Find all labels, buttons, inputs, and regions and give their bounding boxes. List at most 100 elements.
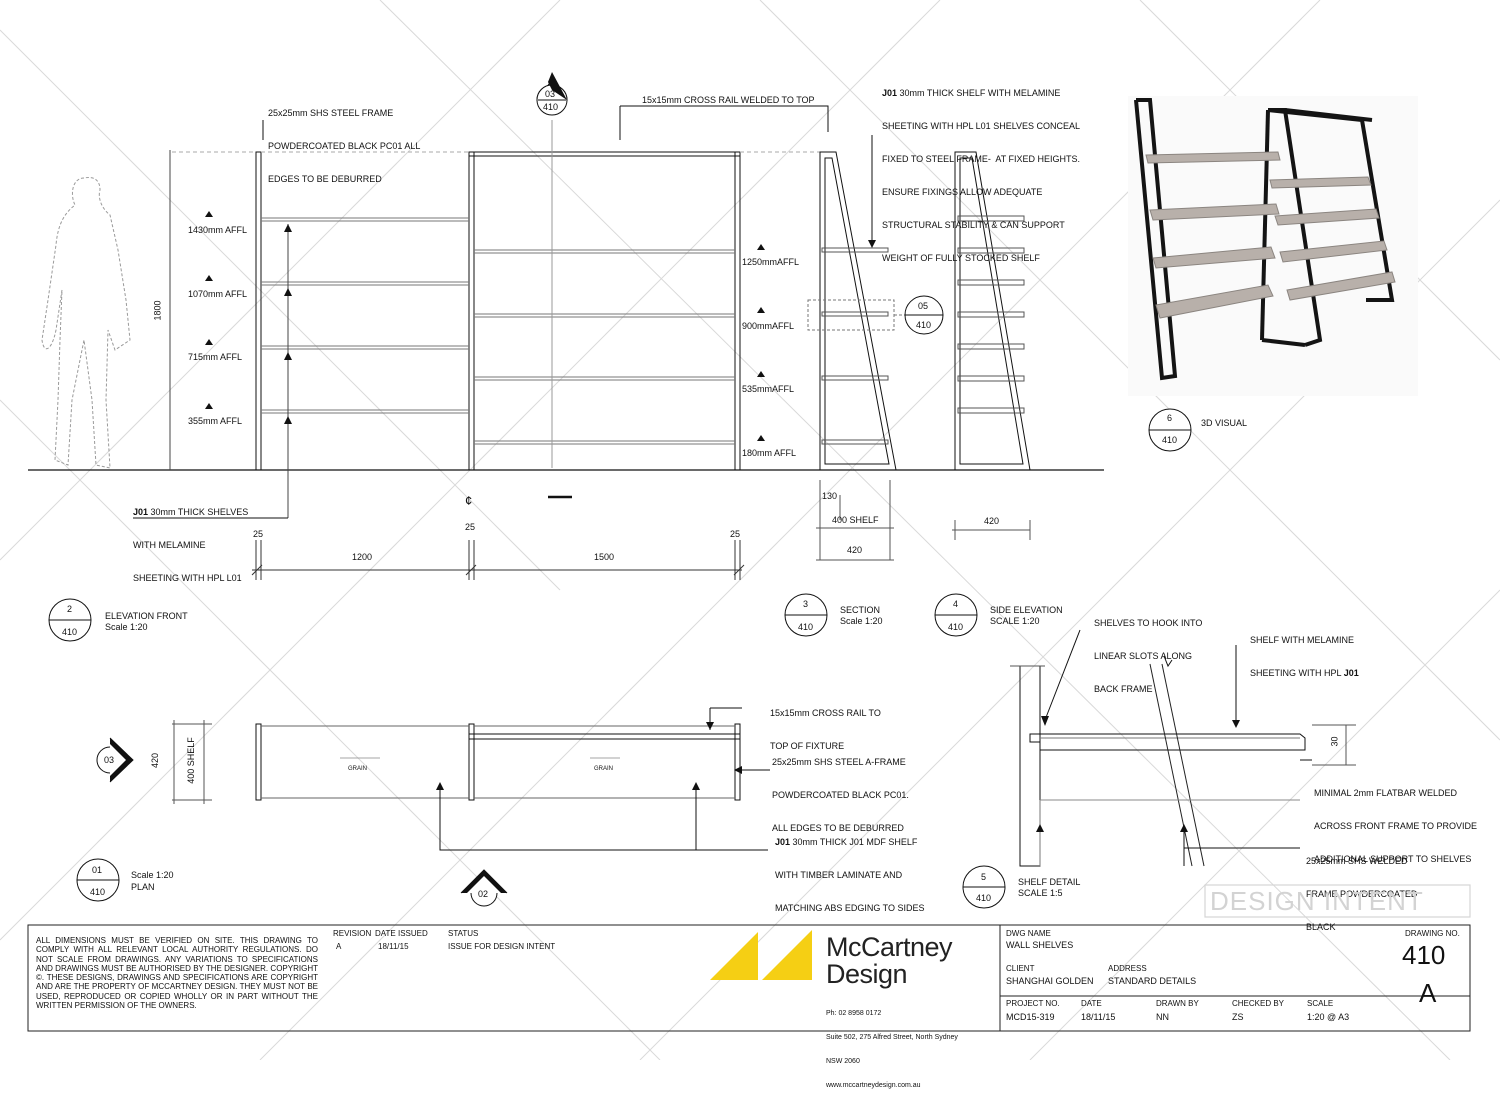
detail-shelf-note: SHELF WITH MELAMINE SHEETING WITH HPL J0…: [1250, 613, 1359, 690]
plan-frame-line: 25x25mm SHS STEEL A-FRAME: [772, 757, 906, 767]
callout-sheet: 410: [948, 622, 964, 632]
drawn-by-label: DRAWN BY: [1156, 999, 1199, 1008]
detail-hook-line: LINEAR SLOTS ALONG: [1094, 651, 1193, 661]
view-title: SECTION: [840, 605, 881, 615]
brand-name: McCartney: [826, 932, 953, 962]
dim-label: 420: [847, 545, 863, 555]
plan-shelf-line: MATCHING ABS EDGING TO SIDES: [775, 903, 925, 913]
callout-sheet: 410: [976, 893, 992, 903]
view-title: 3D VISUAL: [1201, 418, 1248, 428]
checked-by-label: CHECKED BY: [1232, 999, 1285, 1008]
plan-shelf-line: J01 30mm THICK J01 MDF SHELF: [775, 837, 925, 848]
design-intent-stamp: [1204, 884, 1471, 918]
brand-logo-mark: [710, 930, 812, 980]
grain-label: GRAIN: [594, 766, 614, 772]
detail-hook-line: BACK FRAME: [1094, 684, 1153, 694]
drawing-sheet: [0, 0, 1500, 1060]
contact-line: Ph: 02 8958 0172: [826, 1010, 882, 1017]
affl-label: 355mm AFFL: [188, 416, 243, 426]
revision-value: A: [336, 942, 342, 951]
material-code: J01: [133, 507, 149, 517]
callout-sheet: 410: [90, 887, 106, 897]
material-code: J01: [882, 88, 898, 98]
view-title: ELEVATION FRONT: [105, 611, 188, 621]
shelf-spec-line: STRUCTURAL STABILITY & CAN SUPPORT: [882, 220, 1065, 230]
height-dimension: 1800: [152, 300, 163, 321]
shelf-spec-line: SHEETING WITH HPL L01 SHELVES CONCEAL: [882, 121, 1081, 131]
shelf-spec-text: 30mm THICK SHELF WITH MELAMINE: [897, 88, 1061, 98]
centerline-symbol: ¢: [465, 493, 473, 508]
view-scale: SCALE 1:20: [990, 616, 1040, 626]
design-intent-stamp-text: DESIGN INTENT: [1210, 886, 1424, 916]
dim-label: 420: [984, 516, 1000, 526]
plan-frame-line: POWDERCOATED BLACK PC01.: [772, 790, 909, 800]
detail-dim: 30: [1329, 736, 1340, 747]
shelf-detail: [1010, 629, 1356, 867]
human-silhouette: [41, 177, 131, 469]
dim-label: 1200: [352, 552, 373, 562]
dwg-name-value: WALL SHELVES: [1006, 940, 1074, 950]
client-value: SHANGHAI GOLDEN: [1006, 976, 1094, 986]
callout-number: 5: [981, 872, 987, 882]
shelf-material-note: J01 30mm THICK SHELVES WITH MELAMINE SHE…: [133, 485, 248, 595]
project-no-value: MCD15-319: [1006, 1012, 1055, 1022]
frame-note-line: POWDERCOATED BLACK PC01 ALL: [268, 141, 421, 151]
plan-shelf-text: 30mm THICK J01 MDF SHELF: [790, 837, 918, 847]
callout-bubbles: [48, 72, 1192, 909]
shelf-material-line: WITH MELAMINE: [133, 540, 206, 550]
detail-shelf-text: SHEETING WITH HPL: [1250, 668, 1344, 678]
frame-note-line: EDGES TO BE DEBURRED: [268, 174, 382, 184]
address-label: ADDRESS: [1108, 964, 1147, 973]
callout-number: 4: [953, 599, 959, 609]
callout-sheet: 410: [1162, 435, 1178, 445]
shelf-material-text: 30mm THICK SHELVES: [148, 507, 249, 517]
shelf-material-line: J01 30mm THICK SHELVES: [133, 507, 248, 518]
view-title: SHELF DETAIL: [1018, 877, 1081, 887]
dim-label: 130: [822, 491, 838, 501]
contact-line: www.mccartneydesign.com.au: [826, 1082, 921, 1089]
drawn-by-value: NN: [1156, 1012, 1169, 1022]
callout-sheet: 410: [916, 320, 932, 330]
drawing-no-label: DRAWING NO.: [1405, 929, 1460, 938]
dim-label: 25: [253, 529, 264, 539]
date-label: DATE: [1081, 999, 1102, 1008]
callout-number: 3: [803, 599, 809, 609]
drawing-revision: A: [1419, 978, 1437, 1008]
callout-number: 01: [92, 865, 103, 875]
checked-by-value: ZS: [1232, 1012, 1244, 1022]
project-no-label: PROJECT NO.: [1006, 999, 1060, 1008]
detail-hook-note: SHELVES TO HOOK INTO LINEAR SLOTS ALONG …: [1094, 596, 1202, 706]
plan-markers: [436, 722, 742, 790]
dim-label: 420: [150, 752, 161, 769]
revision-label: REVISION: [333, 929, 372, 938]
detail-flatbar-line: MINIMAL 2mm FLATBAR WELDED: [1314, 788, 1458, 798]
callout-number: 03: [104, 755, 115, 765]
shelf-spec-line: J01 30mm THICK SHELF WITH MELAMINE: [882, 88, 1080, 99]
frame-note: 25x25mm SHS STEEL FRAME POWDERCOATED BLA…: [268, 86, 420, 196]
front-elevation: [133, 105, 829, 519]
status-label: STATUS: [448, 929, 479, 938]
detail-flatbar-line: ACROSS FRONT FRAME TO PROVIDE: [1314, 821, 1478, 831]
material-code: J01: [1343, 668, 1359, 678]
plan-shelf-line: WITH TIMBER LAMINATE AND: [775, 870, 903, 880]
shelf-material-line: SHEETING WITH HPL L01: [133, 573, 242, 583]
address-value: STANDARD DETAILS: [1108, 976, 1197, 986]
brand-name-line2: Design: [826, 959, 908, 989]
shelf-spec-note: J01 30mm THICK SHELF WITH MELAMINE SHEET…: [882, 66, 1080, 275]
cross-rail-note: 15x15mm CROSS RAIL WELDED TO TOP: [642, 95, 815, 105]
detail-frame-note: 25x25mm SHS WELDED FRAME POWDERCOATED BL…: [1306, 834, 1417, 944]
detail-frame-line: 25x25mm SHS WELDED: [1306, 856, 1408, 866]
dim-label: 1500: [594, 552, 615, 562]
plan-drawing: [172, 707, 770, 851]
side-elevation: [952, 151, 1031, 540]
view-title: SIDE ELEVATION: [990, 605, 1063, 615]
detail-hook-line: SHELVES TO HOOK INTO: [1094, 618, 1203, 628]
affl-markers: [205, 211, 765, 441]
callout-sheet: 410: [798, 622, 814, 632]
dim-label: 25: [465, 522, 476, 532]
drawing-number: 410: [1402, 940, 1446, 970]
affl-label: 900mmAFFL: [742, 321, 795, 331]
shelf-spec-line: FIXED TO STEEL FRAME- AT FIXED HEIGHTS.: [882, 154, 1081, 164]
front-dimensions: [251, 540, 745, 580]
affl-label: 1430mm AFFL: [188, 225, 248, 235]
